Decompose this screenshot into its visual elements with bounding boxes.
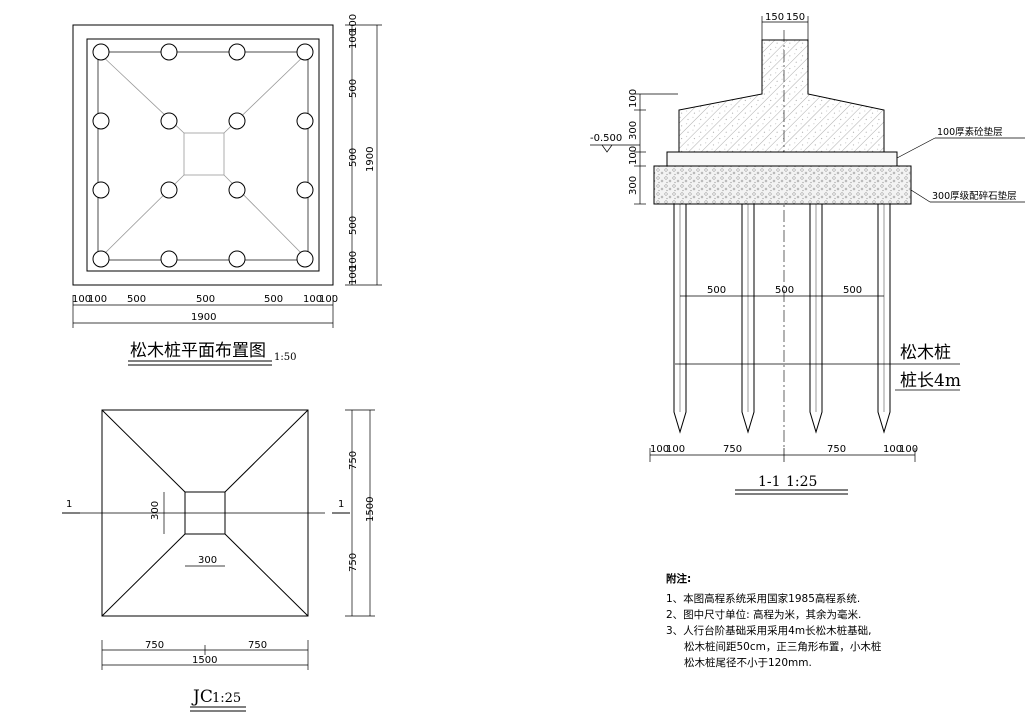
pile-plan-view: 100 100 500 500 500 100 100 1900 100 100… bbox=[72, 14, 382, 366]
jc-dim-bottom-1: 750 bbox=[145, 640, 164, 651]
plan-inner-outline bbox=[97, 51, 309, 261]
note-line-1: 1、本图高程系统采用国家1985高程系统. bbox=[666, 592, 860, 605]
plan-dim-bottom-1: 100 bbox=[72, 294, 91, 305]
section-dim-top-2: 150 bbox=[786, 12, 805, 23]
section-pile-spacing-1: 500 bbox=[707, 285, 726, 296]
plan-pile-0-1 bbox=[160, 43, 178, 61]
plan-scale: 1:50 bbox=[274, 352, 296, 363]
plan-pile-3-0 bbox=[92, 250, 110, 268]
plan-pile-2-1 bbox=[160, 181, 178, 199]
section-pile-length: 桩长4m bbox=[900, 371, 961, 391]
plan-pile-2-2 bbox=[228, 181, 246, 199]
note-line-3: 3、人行台阶基础采用采用4m长松木桩基础, bbox=[666, 624, 871, 637]
plan-dim-bottom-2: 100 bbox=[88, 294, 107, 305]
notes-heading: 附注: bbox=[666, 572, 691, 585]
jc-dim-inner-v: 300 bbox=[150, 501, 161, 520]
plan-cap-outline bbox=[86, 38, 320, 272]
section-view: 150 150 100 300 100 300 -0.500 100厚素砼垫层 … bbox=[590, 12, 1025, 495]
jc-dim-right-total: 1500 bbox=[365, 497, 376, 522]
note-line-4: 松木桩间距50cm，正三角形布置，小木桩 bbox=[684, 640, 882, 653]
plan-column-outline bbox=[183, 132, 225, 176]
plan-outer-outline bbox=[72, 24, 334, 286]
jc-scale: 1:25 bbox=[212, 691, 241, 706]
section-gravel-cushion bbox=[653, 165, 912, 205]
jc-title: JC bbox=[191, 687, 213, 707]
section-elevation: -0.500 bbox=[590, 133, 622, 144]
notes-block: 附注: 1、本图高程系统采用国家1985高程系统. 2、图中尺寸单位: 高程为米… bbox=[666, 572, 882, 669]
note-line-2: 2、图中尺寸单位: 高程为米，其余为毫米. bbox=[666, 608, 861, 621]
section-dim-bottom-4: 750 bbox=[827, 444, 846, 455]
section-dim-left-4: 300 bbox=[628, 176, 639, 195]
section-piles bbox=[673, 203, 891, 434]
plan-title: 松木桩平面布置图 bbox=[130, 341, 266, 361]
plan-pile-0-0 bbox=[92, 43, 110, 61]
plan-pile-1-1 bbox=[160, 112, 178, 130]
plan-pile-2-0 bbox=[92, 181, 110, 199]
section-scale: 1:25 bbox=[786, 474, 817, 490]
note-line-5: 松木桩尾径不小于120mm. bbox=[684, 656, 812, 669]
plan-pile-3-1 bbox=[160, 250, 178, 268]
jc-section-mark-right: 1 bbox=[338, 499, 344, 510]
plan-pile-0-3 bbox=[296, 43, 314, 61]
plan-dim-right-4: 500 bbox=[348, 148, 359, 167]
plan-dim-bottom-total: 1900 bbox=[191, 312, 216, 323]
section-dim-bottom-3: 750 bbox=[723, 444, 742, 455]
section-dim-bottom-6: 100 bbox=[899, 444, 918, 455]
plan-pile-3-2 bbox=[228, 250, 246, 268]
plan-dim-bottom-6: 100 bbox=[303, 294, 322, 305]
plan-dim-right-total: 1900 bbox=[365, 147, 376, 172]
plan-dim-bottom-7: 100 bbox=[319, 294, 338, 305]
section-concrete-cushion bbox=[666, 151, 898, 167]
section-dim-left-2: 300 bbox=[628, 121, 639, 140]
section-dim-bottom-5: 100 bbox=[883, 444, 902, 455]
section-pile-spacing-3: 500 bbox=[843, 285, 862, 296]
section-layer2-label: 300厚级配碎石垫层 bbox=[932, 190, 1017, 202]
section-pile-label: 松木桩 bbox=[900, 343, 951, 363]
section-layer1-label: 100厚素砼垫层 bbox=[937, 126, 1003, 138]
jc-section-mark-left: 1 bbox=[66, 499, 72, 510]
plan-dim-bottom-4: 500 bbox=[196, 294, 215, 305]
plan-dim-bottom-3: 500 bbox=[127, 294, 146, 305]
jc-dim-right-1: 750 bbox=[348, 451, 359, 470]
plan-dim-bottom-5: 500 bbox=[264, 294, 283, 305]
plan-dim-right-6: 100 bbox=[348, 251, 359, 270]
plan-pile-1-0 bbox=[92, 112, 110, 130]
section-pile-spacing-2: 500 bbox=[775, 285, 794, 296]
plan-dim-right-2: 100 bbox=[348, 14, 359, 33]
plan-pile-3-3 bbox=[296, 250, 314, 268]
section-dim-bottom-2: 100 bbox=[666, 444, 685, 455]
section-dim-left-1: 100 bbox=[628, 89, 639, 108]
plan-pile-2-3 bbox=[296, 181, 314, 199]
plan-dim-right-1: 100 bbox=[348, 30, 359, 49]
elevation-marker bbox=[601, 144, 613, 153]
plan-dim-right-5: 500 bbox=[348, 216, 359, 235]
jc-dim-right-2: 750 bbox=[348, 553, 359, 572]
plan-dim-right-7: 100 bbox=[348, 266, 359, 285]
section-dim-top-1: 150 bbox=[765, 12, 784, 23]
section-dim-bottom-1: 100 bbox=[650, 444, 669, 455]
plan-pile-1-3 bbox=[296, 112, 314, 130]
section-dim-left-3: 100 bbox=[628, 146, 639, 165]
jc-plan-view: 1 1 300 300 750 750 1500 750 750 1500 JC… bbox=[62, 409, 376, 712]
jc-dim-bottom-2: 750 bbox=[248, 640, 267, 651]
plan-pile-0-2 bbox=[228, 43, 246, 61]
section-title: 1-1 bbox=[758, 474, 781, 490]
plan-pile-1-2 bbox=[228, 112, 246, 130]
jc-dim-inner-h: 300 bbox=[198, 555, 217, 566]
jc-dim-bottom-total: 1500 bbox=[192, 655, 217, 666]
section-concrete-body bbox=[678, 39, 885, 153]
plan-dim-right-3: 500 bbox=[348, 79, 359, 98]
plan-pile-grid bbox=[92, 43, 314, 268]
